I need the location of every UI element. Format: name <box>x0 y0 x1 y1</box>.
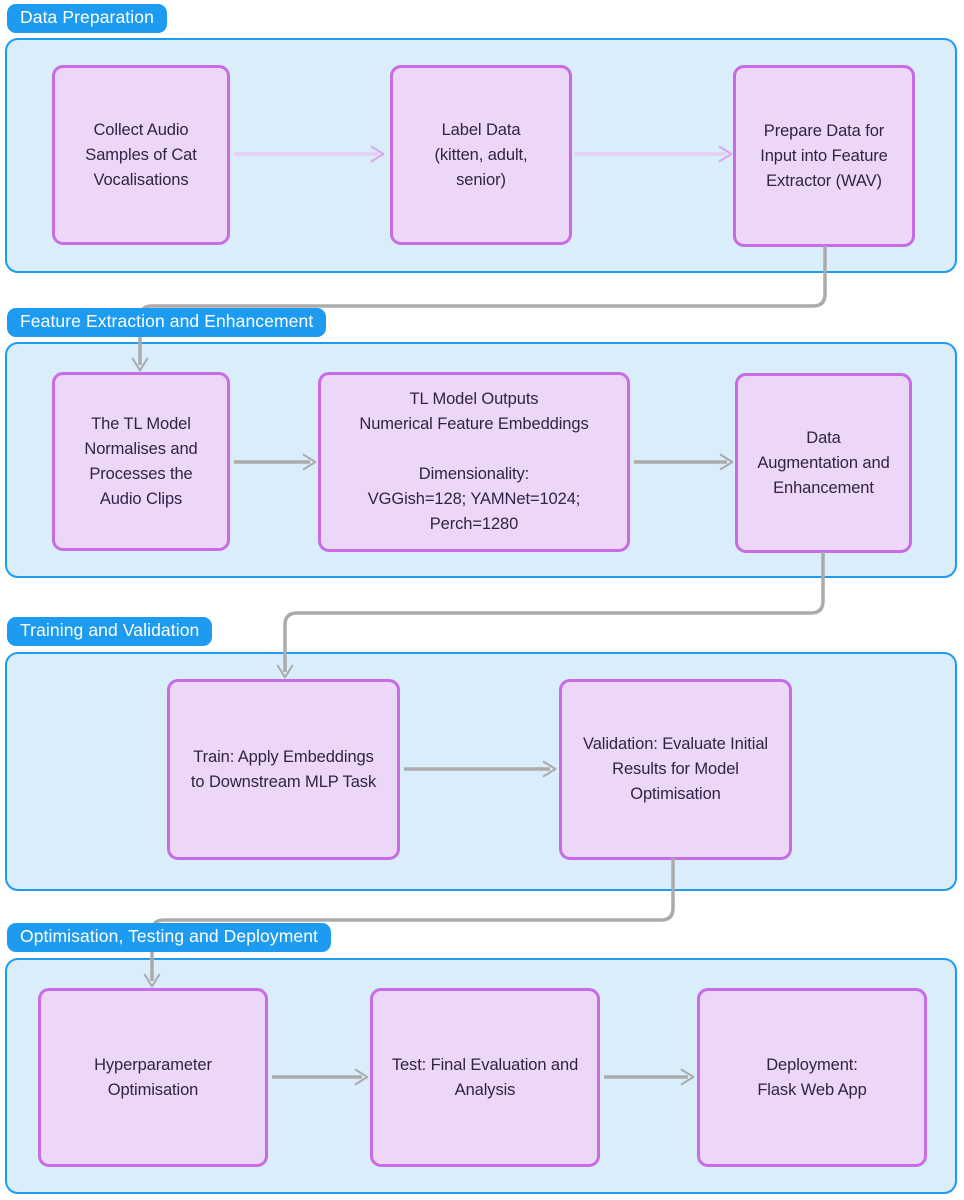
node-label-data: Label Data (kitten, adult, senior) <box>390 65 572 245</box>
node-train-mlp: Train: Apply Embeddings to Downstream ML… <box>167 679 400 860</box>
node-prepare-data: Prepare Data for Input into Feature Extr… <box>733 65 915 247</box>
node-test-evaluation: Test: Final Evaluation and Analysis <box>370 988 600 1167</box>
node-validation-evaluation: Validation: Evaluate Initial Results for… <box>559 679 792 860</box>
section-label-training-validation: Training and Validation <box>7 617 213 646</box>
node-collect-audio-samples: Collect Audio Samples of Cat Vocalisatio… <box>52 65 230 245</box>
node-tl-model-processing: The TL Model Normalises and Processes th… <box>52 372 230 551</box>
node-hyperparameter-optimisation: Hyperparameter Optimisation <box>38 988 268 1167</box>
section-label-data-preparation: Data Preparation <box>7 4 167 33</box>
section-container-training-validation <box>5 652 957 891</box>
node-data-augmentation: Data Augmentation and Enhancement <box>735 373 912 553</box>
node-tl-model-outputs: TL Model Outputs Numerical Feature Embed… <box>318 372 630 552</box>
section-label-feature-extraction: Feature Extraction and Enhancement <box>7 308 327 337</box>
section-label-optimisation-deployment: Optimisation, Testing and Deployment <box>7 923 332 952</box>
node-deployment-flask: Deployment: Flask Web App <box>697 988 927 1167</box>
